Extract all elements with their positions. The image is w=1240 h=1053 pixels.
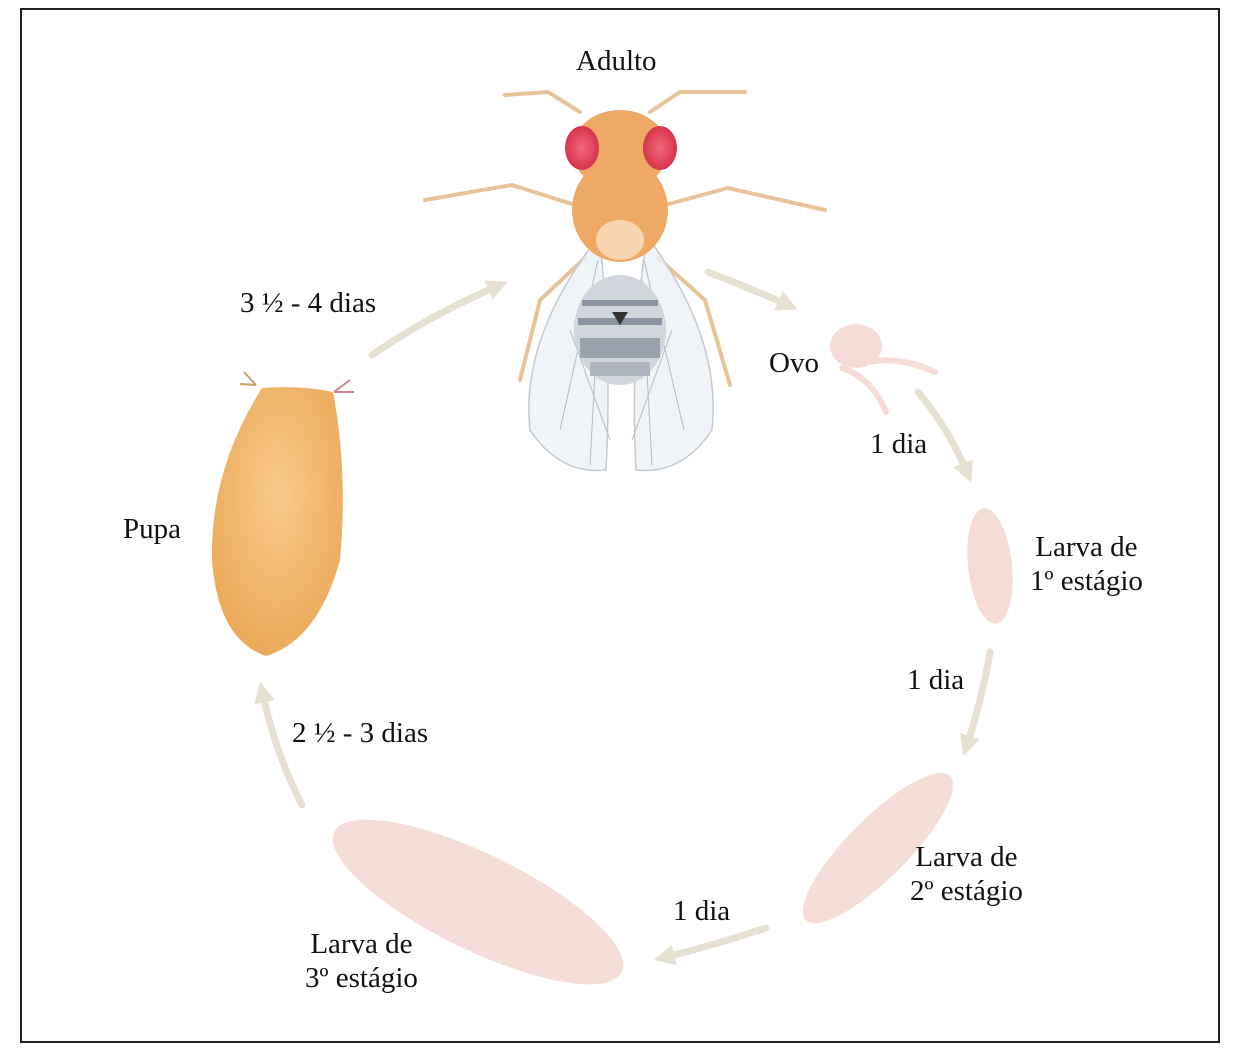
arrow-larva1-to-larva2 [966,652,990,748]
duration-larva2-to-larva3: 1 dia [673,894,730,928]
larva1-label-line2: 1º estágio [1030,564,1143,598]
pupa-label: Pupa [123,512,181,546]
pupa-illustration [212,372,354,656]
duration-larva3-to-pupa: 2 ½ - 3 dias [292,716,428,750]
arrow-larva2-to-larva3 [662,928,766,958]
arrow-pupa-to-adult [372,285,500,355]
larva3-label: Larva de 3º estágio [305,927,418,995]
larva2-label-line1: Larva de [910,840,1023,874]
larva1-label-line1: Larva de [1030,530,1143,564]
duration-larva1-to-larva2: 1 dia [907,663,964,697]
duration-pupa-to-adult: 3 ½ - 4 dias [240,286,376,320]
larva3-label-line1: Larva de [305,927,418,961]
larva2-label-line2: 2º estágio [910,874,1023,908]
larva1-label: Larva de 1º estágio [1030,530,1143,598]
larva3-label-line2: 3º estágio [305,961,418,995]
fly-eye-right [643,126,677,170]
arrow-adult-to-egg [708,272,790,306]
adult-label: Adulto [576,44,657,78]
fly-eye-left [565,126,599,170]
duration-egg-to-larva1: 1 dia [870,427,927,461]
egg-label: Ovo [769,346,819,380]
larva2-label: Larva de 2º estágio [910,840,1023,908]
larva1-illustration [962,506,1018,626]
adult-fly-illustration [425,92,825,471]
